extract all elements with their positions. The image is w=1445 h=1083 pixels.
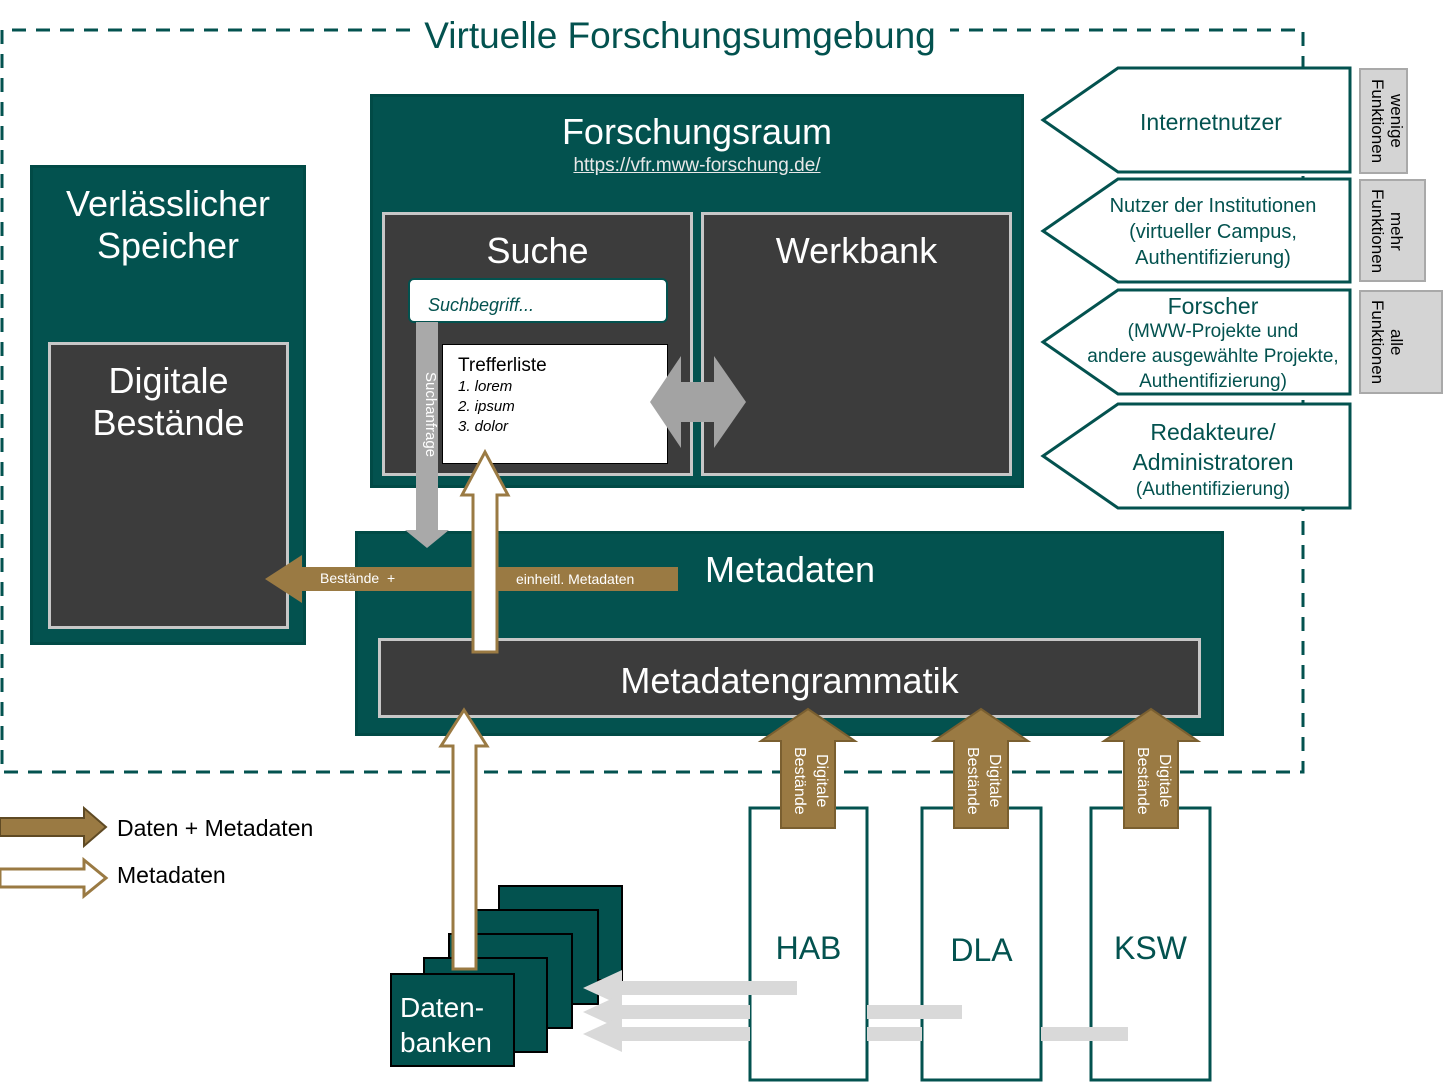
database-front xyxy=(390,973,515,1067)
metadata-title: Metadaten xyxy=(704,549,876,590)
dla-label: DLA xyxy=(950,932,1013,968)
legend-data-metadata-label: Daten + Metadaten xyxy=(117,815,314,841)
level-tag-few xyxy=(1359,68,1408,174)
user-shape-institutions xyxy=(1040,177,1352,284)
grey-arrow-hab xyxy=(583,970,797,1006)
research-room-url-link[interactable]: https://vfr.mww-forschung.de/ xyxy=(573,155,821,176)
digital-holdings-panel xyxy=(48,342,289,629)
workbench-panel xyxy=(701,212,1012,476)
holdings-label-left: Bestände + xyxy=(320,570,396,586)
results-item[interactable]: 3. dolor xyxy=(458,418,509,435)
level-tag-all xyxy=(1359,290,1443,394)
results-item[interactable]: 2. ipsum xyxy=(458,398,515,415)
user-shape-researchers xyxy=(1040,288,1352,396)
dla-box xyxy=(920,806,1043,1082)
level-tag-more xyxy=(1359,179,1426,282)
workbench-title: Werkbank xyxy=(775,230,938,271)
hab-label: HAB xyxy=(775,930,842,966)
user-institutions-label: Nutzer der Institutionen (virtueller Cam… xyxy=(1109,195,1317,269)
grey-arrow-ksw xyxy=(583,1016,1128,1052)
user-shape-internet xyxy=(1040,66,1352,174)
holdings-label-right: einheitl. Metadaten xyxy=(516,571,635,587)
results-list: Trefferliste 1. lorem 2. ipsum 3. dolor xyxy=(442,344,668,464)
databases-label: Daten-banken xyxy=(400,992,492,1058)
search-input[interactable]: Suchbegriff... xyxy=(408,278,668,323)
metadata-grammar-panel xyxy=(378,638,1201,718)
environment-title: Virtuelle Forschungsumgebung xyxy=(415,14,945,58)
hab-box xyxy=(748,806,869,1082)
results-item[interactable]: 1. lorem xyxy=(458,378,513,395)
user-researchers-label: Forscher (MWW-Projekte und andere ausgew… xyxy=(1087,293,1339,393)
user-internet-label: Internetnutzer xyxy=(1140,109,1282,135)
metadata-grammar-title: Metadatengrammatik xyxy=(620,660,959,701)
user-editors-label: Redakteure/ Administratoren (Authentifiz… xyxy=(1132,419,1294,500)
search-query-label: Suchanfrage xyxy=(422,372,439,458)
search-title: Suche xyxy=(486,230,589,271)
legend-metadata-label: Metadaten xyxy=(117,862,226,888)
research-room-title: Forschungsraum xyxy=(561,111,833,152)
ksw-label: KSW xyxy=(1114,930,1187,966)
results-title: Trefferliste xyxy=(458,355,547,376)
grey-arrow-dla xyxy=(583,994,962,1030)
user-shape-editors xyxy=(1040,402,1352,510)
